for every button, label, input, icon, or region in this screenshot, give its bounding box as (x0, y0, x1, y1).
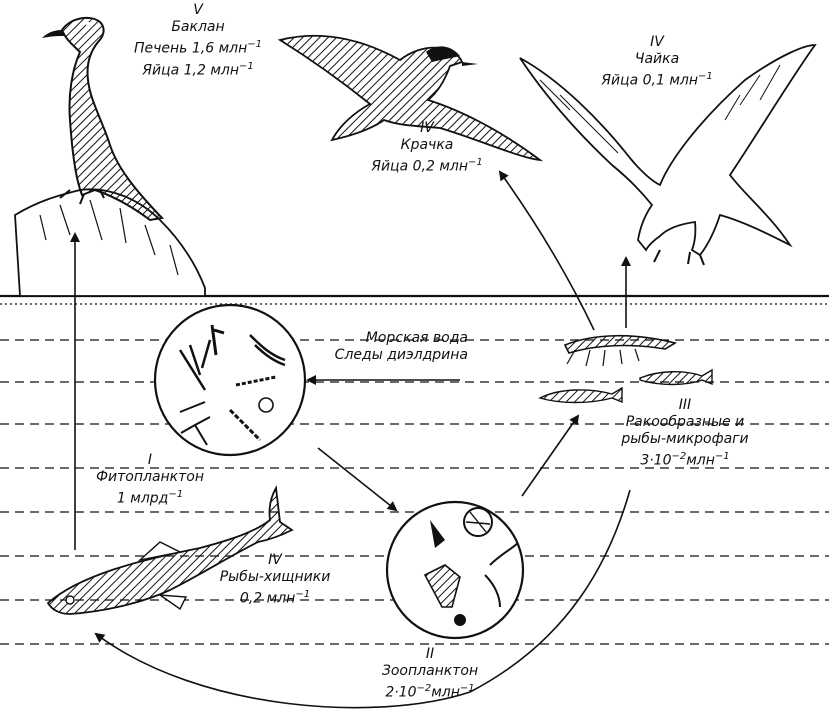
crustaceans-label: III Ракообразные и рыбы-микрофаги 3·10−2… (600, 397, 770, 470)
zoo-name: Зоопланктон (381, 663, 479, 679)
predators-level: IV (268, 552, 282, 568)
tern-label: IV Крачка Яйца 0,2 млн−1 (352, 120, 502, 176)
phyto-value: 1 млрд (116, 490, 169, 507)
predators-name: Рыбы-хищники (219, 569, 331, 585)
tern-eggs: Яйца 0,2 млн (371, 158, 468, 175)
zoo-label: II Зоопланктон 2·10−2млн−1 (360, 646, 500, 702)
cormorant-eggs: Яйца 1,2 млн (142, 62, 239, 79)
crustaceans-icon (538, 334, 713, 404)
crustaceans-level: III (678, 397, 692, 413)
phytoplankton-circle (153, 303, 307, 457)
predators-value: 0,2 млн (239, 590, 296, 607)
gull-eggs: Яйца 0,1 млн (601, 72, 698, 89)
gull-level: IV (650, 34, 664, 50)
water-surface (0, 294, 829, 305)
phyto-level: I (147, 452, 153, 468)
predators-label: IV Рыбы-хищники 0,2 млн−1 (210, 552, 340, 608)
seawater-line2: Следы диэлдрина (334, 347, 468, 363)
tern-level: IV (420, 120, 434, 136)
arrows (70, 170, 631, 709)
cormorant-name: Баклан (171, 19, 225, 35)
phyto-label: I Фитопланктон 1 млрд−1 (80, 452, 220, 508)
rock (14, 188, 206, 297)
seawater-label: Морская вода Следы диэлдрина (318, 330, 468, 364)
cormorant-level: V (193, 2, 203, 18)
zoo-level: II (425, 646, 435, 662)
seawater-line1: Морская вода (365, 330, 468, 346)
predatory-fish-icon (46, 485, 294, 615)
zooplankton-circle (385, 500, 525, 640)
gull-label: IV Чайка Яйца 0,1 млн−1 (582, 34, 732, 90)
arrow-crustaceans-to-tern (498, 170, 595, 331)
tern-icon (277, 34, 544, 162)
phyto-name: Фитопланктон (95, 469, 205, 485)
tern-name: Крачка (400, 137, 454, 153)
arrow-crustaceans-to-fish (94, 489, 631, 709)
cormorant-liver: Печень 1,6 млн (133, 40, 248, 57)
gull-name: Чайка (634, 51, 680, 67)
crustaceans-name1: Ракообразные и (625, 414, 745, 430)
crustaceans-name2: рыбы-микрофаги (621, 431, 749, 447)
arrow-phyto-to-zoo (317, 447, 398, 512)
cormorant-label: V Баклан Печень 1,6 млн−1 Яйца 1,2 млн−1 (123, 2, 273, 79)
cormorant-icon (42, 16, 165, 222)
gull-icon (519, 44, 817, 266)
arrow-zoo-to-crustaceans (521, 414, 580, 497)
